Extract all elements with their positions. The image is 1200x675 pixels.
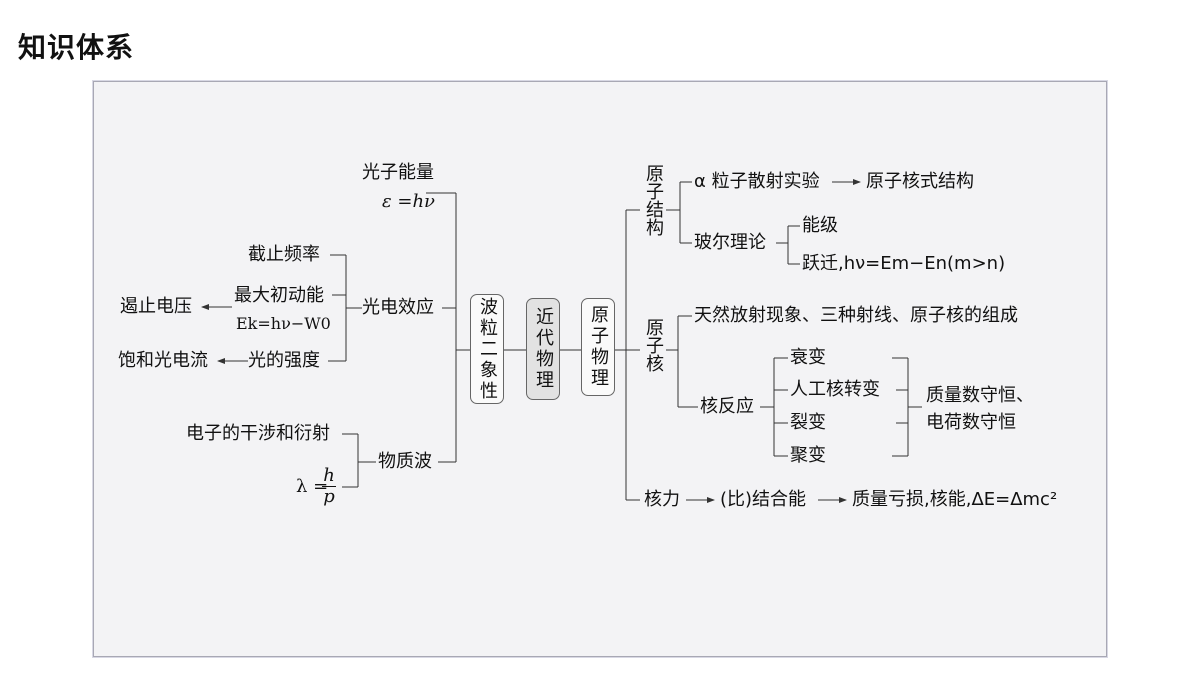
transition-label: 跃迁,hν=Em−En(m>n) [802, 253, 1006, 274]
radiation-label: 天然放射现象、三种射线、原子核的组成 [694, 305, 1018, 326]
mass-defect-label: 质量亏损,核能,ΔE=Δmc² [852, 489, 1058, 510]
bohr-theory-label: 玻尔理论 [694, 232, 766, 253]
nucleus-label: 原子核 [643, 318, 664, 372]
fraction-bar [322, 486, 336, 487]
binding-energy-label: (比)结合能 [720, 489, 807, 510]
photon-energy-label: 光子能量 [362, 162, 434, 183]
atomic-physics-box: 原子物理 [581, 298, 615, 396]
nuclear-force-label: 核力 [644, 489, 680, 510]
mass-number-conservation-label: 质量数守恒、 [926, 385, 1034, 406]
electron-interference-label: 电子的干涉和衍射 [186, 423, 330, 444]
charge-conservation-label: 电荷数守恒 [926, 412, 1016, 433]
artificial-transmutation-label: 人工核转变 [790, 379, 880, 400]
alpha-scattering-label: α 粒子散射实验 [694, 171, 820, 192]
modern-physics-box: 近代物理 [526, 298, 560, 400]
page-title: 知识体系 [18, 31, 135, 64]
fusion-label: 聚变 [790, 445, 826, 466]
lambda-label: λ = [296, 476, 329, 497]
saturation-current-label: 饱和光电流 [118, 350, 208, 371]
wave-particle-label: 波粒二象性 [477, 296, 498, 402]
wave-particle-box: 波粒二象性 [470, 294, 504, 404]
atomic-physics-label: 原子物理 [588, 305, 609, 389]
modern-physics-label: 近代物理 [533, 307, 554, 391]
nuclear-reaction-label: 核反应 [700, 396, 754, 417]
cutoff-frequency-label: 截止频率 [248, 244, 320, 265]
ek-formula: Ek=hν−W0 [236, 314, 331, 333]
fraction-numerator: h [323, 465, 335, 486]
matter-wave-label: 物质波 [378, 451, 432, 472]
max-kinetic-energy-label: 最大初动能 [234, 285, 324, 306]
cutoff-voltage-label: 遏止电压 [120, 296, 192, 317]
light-intensity-label: 光的强度 [248, 350, 320, 371]
decay-label: 衰变 [790, 347, 826, 368]
nuclear-model-label: 原子核式结构 [866, 171, 974, 192]
photon-energy-formula: ε =hν [382, 191, 435, 212]
energy-level-label: 能级 [802, 215, 838, 236]
fraction-denominator: p [323, 486, 335, 507]
atomic-structure-label: 原子结构 [643, 164, 664, 236]
photoelectric-effect-label: 光电效应 [362, 297, 434, 318]
fission-label: 裂变 [790, 412, 826, 433]
lambda-fraction: h p [322, 466, 336, 507]
